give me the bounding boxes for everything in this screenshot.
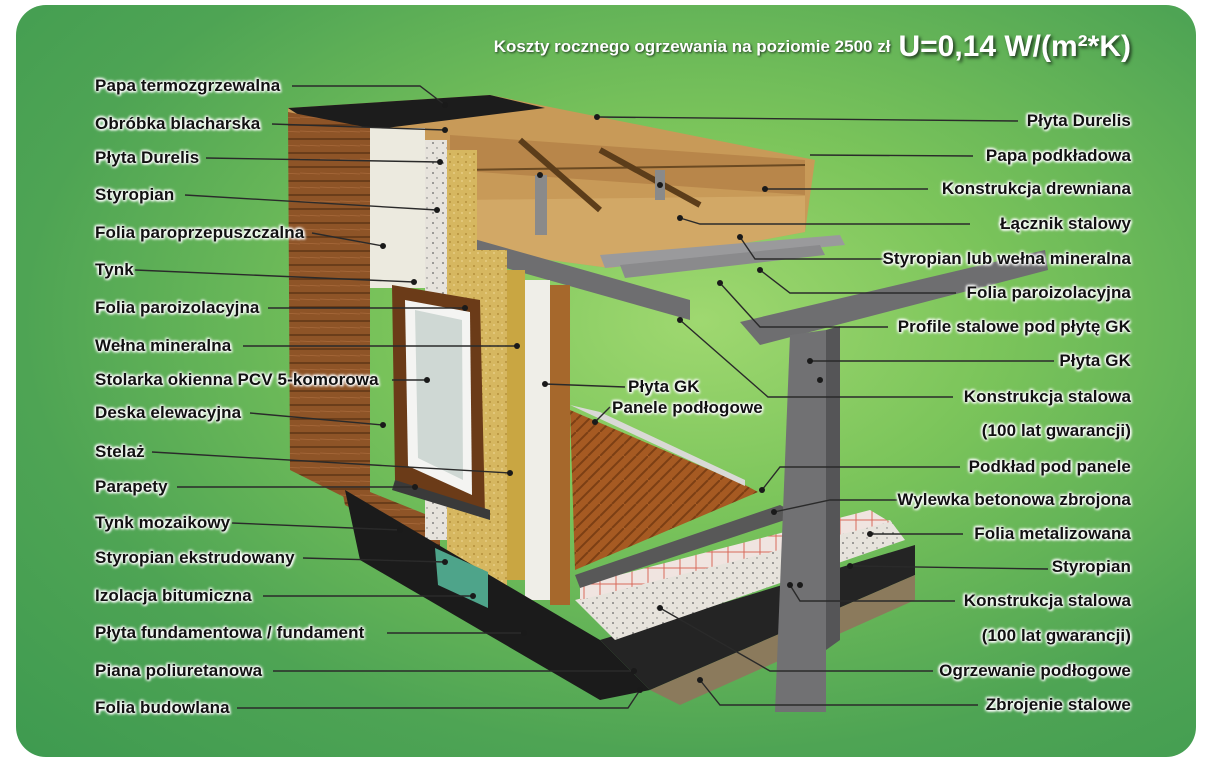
label-left: Folia paroizolacyjna bbox=[95, 298, 260, 317]
label-right: Płyta Durelis bbox=[1026, 111, 1131, 130]
leader-lines bbox=[134, 85, 1054, 709]
label-left: Wełna mineralna bbox=[95, 336, 232, 355]
label-left: Stolarka okienna PCV 5-komorowa bbox=[95, 370, 379, 389]
label-left: Folia paroprzepuszczalna bbox=[95, 223, 305, 242]
label-left: Płyta fundamentowa / fundament bbox=[95, 623, 365, 642]
label-right: Podkład pod panele bbox=[968, 457, 1131, 476]
label-right: Styropian bbox=[1051, 557, 1131, 576]
label-right: Łącznik stalowy bbox=[1000, 214, 1131, 233]
steel-profiles bbox=[460, 235, 845, 320]
label-left: Styropian bbox=[95, 185, 175, 204]
window bbox=[392, 285, 490, 520]
label-left: Folia budowlana bbox=[95, 698, 230, 717]
label-left: Tynk bbox=[95, 260, 134, 279]
label-right: Ogrzewanie podłogowe bbox=[939, 661, 1131, 680]
label-right: Folia metalizowana bbox=[974, 524, 1131, 543]
label-left: Stelaż bbox=[95, 442, 145, 461]
label-left: Tynk mozaikowy bbox=[95, 513, 231, 532]
label-right: Konstrukcja drewniana bbox=[941, 179, 1131, 198]
label-left: Parapety bbox=[95, 477, 168, 496]
label-right: Profile stalowe pod płytę GK bbox=[897, 317, 1131, 336]
label-right: Wylewka betonowa zbrojona bbox=[897, 490, 1131, 509]
label-right: Papa podkładowa bbox=[985, 146, 1131, 165]
label-left: Obróbka blacharska bbox=[95, 114, 261, 133]
leader-dots bbox=[380, 102, 873, 693]
u-value-text: U=0,14 W/(m²*K) bbox=[898, 30, 1131, 63]
label-right: (100 lat gwarancji) bbox=[981, 626, 1131, 645]
label-right: Konstrukcja stalowa bbox=[963, 591, 1131, 610]
heating-cost-text: Koszty rocznego ogrzewania na poziomie 2… bbox=[493, 37, 891, 56]
label-right: Styropian lub wełna mineralna bbox=[882, 249, 1131, 268]
label-right: Folia paroizolacyjna bbox=[966, 283, 1131, 302]
label-left: Izolacja bitumiczna bbox=[95, 586, 252, 605]
label-left: Piana poliuretanowa bbox=[95, 661, 263, 680]
label-left: Papa termozgrzewalna bbox=[95, 76, 281, 95]
label-right: Płyta GK bbox=[1059, 351, 1131, 370]
label-left: Styropian ekstrudowany bbox=[95, 548, 295, 567]
label-center-panele: Panele podłogowe bbox=[612, 398, 763, 417]
label-right: (100 lat gwarancji) bbox=[981, 421, 1131, 440]
label-left: Deska elewacyjna bbox=[95, 403, 242, 422]
label-center-plyta-gk: Płyta GK bbox=[628, 377, 700, 396]
label-left: Płyta Durelis bbox=[95, 148, 200, 167]
label-right: Zbrojenie stalowe bbox=[985, 695, 1131, 714]
steel-column bbox=[740, 250, 1048, 712]
label-right: Konstrukcja stalowa bbox=[963, 387, 1131, 406]
header: Koszty rocznego ogrzewania na poziomie 2… bbox=[494, 30, 1131, 64]
